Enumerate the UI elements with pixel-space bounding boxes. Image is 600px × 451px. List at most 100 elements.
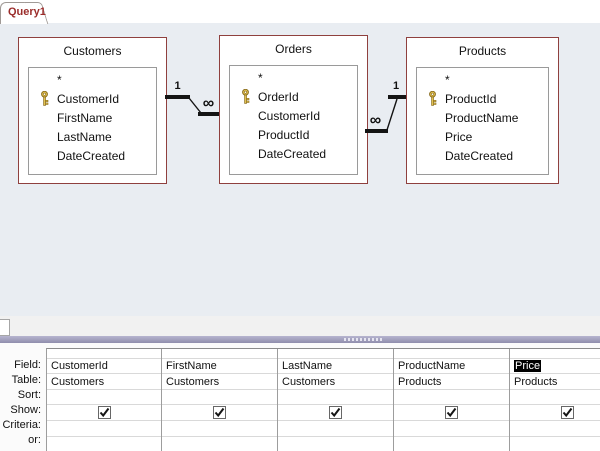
field-row[interactable]: CustomerId: [29, 89, 156, 108]
show-cell: [278, 405, 393, 421]
criteria-cell[interactable]: [394, 421, 509, 437]
join-cardinality-one: 1: [174, 80, 181, 92]
field-cell[interactable]: LastName: [278, 359, 393, 374]
grid-header-strip[interactable]: [162, 349, 277, 359]
show-checkbox[interactable]: [97, 406, 111, 419]
sort-cell[interactable]: [162, 390, 277, 405]
row-label-show: Show:: [10, 404, 41, 416]
criteria-cell[interactable]: [278, 421, 393, 437]
or-cell[interactable]: [162, 437, 277, 451]
join-cardinality-one: 1: [392, 80, 400, 92]
checkmark-icon: [446, 407, 457, 418]
field-cell[interactable]: Price: [510, 359, 600, 374]
checkmark-icon: [330, 407, 341, 418]
field-name: DateCreated: [57, 148, 126, 163]
field-row[interactable]: FirstName: [29, 108, 156, 127]
field-name: DateCreated: [258, 146, 327, 161]
criteria-cell[interactable]: [47, 421, 161, 437]
join-bar[interactable]: [365, 129, 388, 133]
sort-cell[interactable]: [394, 390, 509, 405]
or-cell[interactable]: [394, 437, 509, 451]
field-row[interactable]: ProductId: [230, 125, 357, 144]
field-row[interactable]: OrderId: [230, 87, 357, 106]
table-card-customers[interactable]: Customers * CustomerId FirstName LastNam…: [18, 37, 167, 184]
table-cell[interactable]: Products: [510, 374, 600, 390]
diagram-scrollbar-strip: [0, 316, 600, 336]
field-list: * ProductId ProductName Price DateCreate…: [416, 67, 549, 175]
row-label-sort: Sort:: [17, 389, 41, 401]
field-value: FirstName: [166, 360, 217, 372]
grid-column-3: LastName Customers: [278, 349, 394, 451]
table-cell[interactable]: Customers: [47, 374, 161, 390]
field-value: Price: [514, 360, 542, 372]
show-checkbox[interactable]: [329, 406, 342, 419]
show-checkbox[interactable]: [561, 406, 574, 419]
sort-cell[interactable]: [278, 390, 393, 405]
scrollbar-button[interactable]: [0, 319, 10, 336]
criteria-cell[interactable]: [162, 421, 277, 437]
field-cell[interactable]: CustomerId: [47, 359, 161, 374]
field-name: LastName: [57, 129, 112, 144]
grid-column-2: FirstName Customers: [162, 349, 278, 451]
key-icon: [429, 91, 437, 106]
field-value: LastName: [282, 360, 333, 372]
field-row[interactable]: ProductId: [417, 89, 548, 108]
join-bar[interactable]: [388, 95, 406, 99]
field-name: *: [258, 70, 263, 85]
row-label-criteria: Criteria:: [2, 419, 41, 431]
grid-header-strip[interactable]: [47, 349, 161, 359]
or-cell[interactable]: [47, 437, 161, 451]
criteria-cell[interactable]: [510, 421, 600, 437]
table-cell[interactable]: Customers: [162, 374, 277, 390]
join-bar[interactable]: [165, 95, 190, 99]
field-name: *: [445, 72, 450, 87]
grid-header-strip[interactable]: [394, 349, 509, 359]
row-label-or: or:: [28, 434, 41, 446]
tab-query1-label: Query1: [8, 6, 46, 18]
field-value: CustomerId: [51, 360, 108, 372]
checkmark-icon: [562, 407, 573, 418]
field-row[interactable]: *: [417, 70, 548, 89]
table-cell[interactable]: Customers: [278, 374, 393, 390]
sort-cell[interactable]: [47, 390, 161, 405]
field-row[interactable]: *: [230, 68, 357, 87]
table-card-orders[interactable]: Orders * OrderId CustomerId ProductId Da…: [219, 35, 368, 184]
checkmark-icon: [99, 407, 109, 418]
join-cardinality-many: ∞: [202, 95, 214, 112]
field-row[interactable]: Price: [417, 127, 548, 146]
field-row[interactable]: DateCreated: [230, 144, 357, 163]
field-name: *: [57, 72, 62, 87]
field-name: ProductId: [258, 127, 310, 142]
table-card-products[interactable]: Products * ProductId ProductName Price D…: [406, 37, 559, 184]
show-checkbox[interactable]: [445, 406, 458, 419]
sort-cell[interactable]: [510, 390, 600, 405]
join-bar[interactable]: [198, 112, 219, 116]
show-checkbox[interactable]: [213, 406, 226, 419]
key-icon-slot: [241, 89, 258, 104]
grid-column-1: CustomerId Customers: [47, 349, 162, 451]
or-cell[interactable]: [278, 437, 393, 451]
field-cell[interactable]: FirstName: [162, 359, 277, 374]
field-name: FirstName: [57, 110, 113, 125]
query-diagram-pane: Customers * CustomerId FirstName LastNam…: [0, 23, 600, 316]
query-grid-pane: Field: Table: Sort: Show: Criteria: or: …: [0, 343, 600, 451]
show-cell: [394, 405, 509, 421]
key-icon: [242, 89, 250, 104]
field-row[interactable]: *: [29, 70, 156, 89]
field-row[interactable]: ProductName: [417, 108, 548, 127]
row-label-field: Field:: [14, 359, 41, 371]
join-cardinality-many: ∞: [369, 112, 381, 129]
grid-header-strip[interactable]: [278, 349, 393, 359]
field-list: * OrderId CustomerId ProductId DateCreat…: [229, 65, 358, 175]
or-cell[interactable]: [510, 437, 600, 451]
table-cell[interactable]: Products: [394, 374, 509, 390]
field-name: ProductId: [445, 91, 497, 106]
field-cell[interactable]: ProductName: [394, 359, 509, 374]
field-row[interactable]: DateCreated: [417, 146, 548, 165]
field-row[interactable]: LastName: [29, 127, 156, 146]
field-row[interactable]: DateCreated: [29, 146, 156, 165]
tab-query1[interactable]: Query1: [0, 2, 46, 24]
field-row[interactable]: CustomerId: [230, 106, 357, 125]
grid-header-strip[interactable]: [510, 349, 600, 359]
field-list: * CustomerId FirstName LastName DateCrea…: [28, 67, 157, 175]
